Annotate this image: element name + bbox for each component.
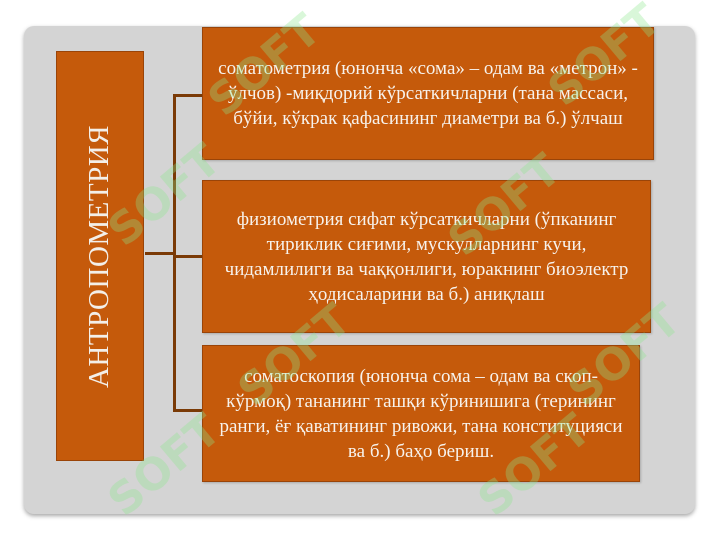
root-label: АНТРОПОМЕТРИЯ [83,124,116,388]
connector-branch-3 [173,409,202,412]
connector-branch-1 [173,94,202,97]
connector-branch-2 [173,255,202,258]
connector-stub [145,252,175,255]
branch-box-somatometry: соматометрия (юнонча «сома» – одам ва «м… [202,27,654,160]
connector-vertical [173,94,176,412]
branch-box-physiometry: физиометрия сифат кўрсаткичларни (ўпкани… [202,180,651,333]
branch-box-somatoscopy: соматоскопия (юнонча сома – одам ва скоп… [202,345,640,482]
branch-text-somatometry: соматометрия (юнонча «сома» – одам ва «м… [218,58,638,129]
branch-text-somatoscopy: соматоскопия (юнонча сома – одам ва скоп… [219,365,623,462]
root-box: АНТРОПОМЕТРИЯ [56,51,144,461]
branch-text-physiometry: физиометрия сифат кўрсаткичларни (ўпкани… [224,208,629,305]
